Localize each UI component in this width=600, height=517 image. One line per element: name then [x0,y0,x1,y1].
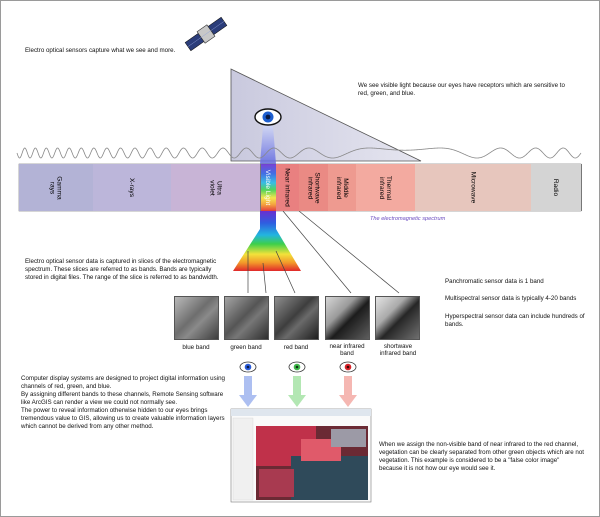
spectrum-band-label: Visible Light [264,169,272,206]
caption-panchromatic: Panchromatic sensor data is 1 band [445,278,544,285]
visible-light-funnel [233,211,301,271]
near-infrared-band-label: near infrared band [329,343,365,357]
caption-display: Computer display systems are designed to… [21,375,233,431]
spectrum-band: X-rays [93,164,172,211]
blue-channel-arrow [239,376,257,407]
spectrum-band-label: Radio [552,178,560,197]
blue-channel-eye-icon [239,361,257,373]
caption-false-color: When we assign the non-visible band of n… [379,441,584,472]
caption-sensors: Electro optical sensors capture what we … [25,47,176,54]
spectrum-band-label: Microwave [469,171,477,204]
caption-slices: Electro optical sensor data is captured … [25,258,219,281]
spectrum-band: Thermal infrared [356,164,416,211]
spectrum-band-label: Shortwave infrared [306,171,321,204]
caption-visible-light: We see visible light because our eyes ha… [358,82,565,97]
green-channel-arrow [288,376,306,407]
caption-display-1: Computer display systems are designed to… [21,375,225,390]
sensor-field-triangle [230,68,422,162]
eye-icon [254,108,282,126]
spectrum-band-label: Middle infrared [334,176,349,199]
spectrum-band: Gamma rays [19,164,94,211]
red-band-label: red band [283,344,309,351]
green-band-label: green band [230,344,262,351]
caption-display-2: By assigning different bands to these ch… [21,391,224,406]
spectrum-band: Radio [531,164,582,211]
spectrum-band: Shortwave infrared [299,164,329,211]
caption-spectrum: The electromagnetic spectrum [370,216,446,222]
satellite-icon [184,16,228,52]
arcgis-window-image [230,408,372,503]
spectrum-band: Visible Light [260,164,277,211]
shortwave-infrared-band-label: shortwave infrared band [379,343,417,357]
spectrum-band-label: Near infrared [284,168,292,207]
spectrum-band-label: Thermal infrared [378,175,393,200]
near-infrared-band-image [325,296,370,340]
shortwave-infrared-band-image [375,296,420,340]
spectrum-band: Near infrared [276,164,300,211]
green-band-image [224,296,269,340]
caption-display-3: The power to reveal information otherwis… [21,407,225,430]
caption-hyperspectral: Hyperspectral sensor data can include hu… [445,313,585,328]
blue-band-image [174,296,219,340]
spectrum-band: Microwave [415,164,532,211]
red-band-image [274,296,319,340]
red-channel-arrow [339,376,357,407]
green-channel-eye-icon [288,361,306,373]
caption-multispectral: Multispectral sensor data is typically 4… [445,295,577,302]
em-wave [16,147,582,159]
eye-beam [260,126,276,164]
spectrum-band-label: Ultra violet [208,179,223,196]
spectrum-band-label: Gamma rays [48,175,63,200]
spectrum-band: Middle infrared [328,164,357,211]
blue-band-label: blue band [182,344,210,351]
red-channel-eye-icon [339,361,357,373]
spectrum-band-label: X-rays [128,177,136,198]
spectrum-band: Ultra violet [171,164,261,211]
